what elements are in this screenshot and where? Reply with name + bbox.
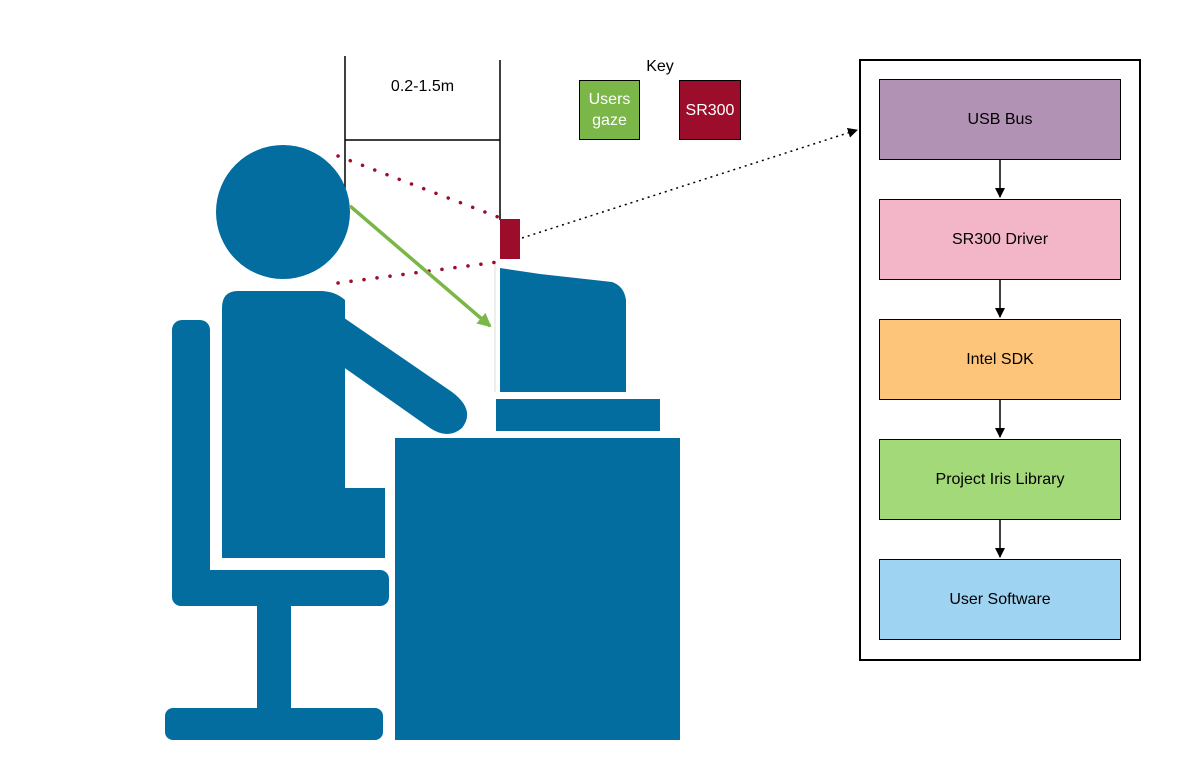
gaze-arrow xyxy=(348,204,492,328)
layer-user-software: User Software xyxy=(879,559,1121,640)
keyboard xyxy=(496,399,660,431)
layer-project-iris-library-label: Project Iris Library xyxy=(935,470,1065,488)
layer-intel-sdk: Intel SDK xyxy=(879,319,1121,400)
layer-usb-bus: USB Bus xyxy=(879,79,1121,160)
distance-label: 0.2-1.5m xyxy=(390,78,455,95)
key-sr300: SR300 xyxy=(679,80,741,140)
key-title: Key xyxy=(646,58,674,75)
chair-base xyxy=(165,708,383,740)
layer-user-software-label: User Software xyxy=(949,590,1051,608)
key-users-gaze: Users gaze xyxy=(579,80,640,140)
chair-leg xyxy=(257,604,291,714)
camera-to-stack-link xyxy=(521,128,858,239)
key-sr300-label: SR300 xyxy=(685,101,735,119)
desk xyxy=(395,438,680,740)
sr300-camera xyxy=(500,219,520,259)
camera-field-of-view xyxy=(336,154,500,285)
chair-back xyxy=(172,320,210,600)
chair-seat xyxy=(172,570,389,606)
layer-sr300-driver-label: SR300 Driver xyxy=(951,230,1049,248)
distance-dimension xyxy=(344,56,501,220)
key-users-gaze-line1: Users xyxy=(588,91,631,108)
key-users-gaze-line2: gaze xyxy=(592,112,627,129)
layer-intel-sdk-label: Intel SDK xyxy=(966,350,1034,368)
layer-usb-bus-label: USB Bus xyxy=(967,110,1033,128)
layer-sr300-driver: SR300 Driver xyxy=(879,199,1121,280)
layer-project-iris-library: Project Iris Library xyxy=(879,439,1121,520)
monitor xyxy=(500,268,626,392)
person-arm xyxy=(318,300,468,434)
person-head xyxy=(216,145,350,279)
